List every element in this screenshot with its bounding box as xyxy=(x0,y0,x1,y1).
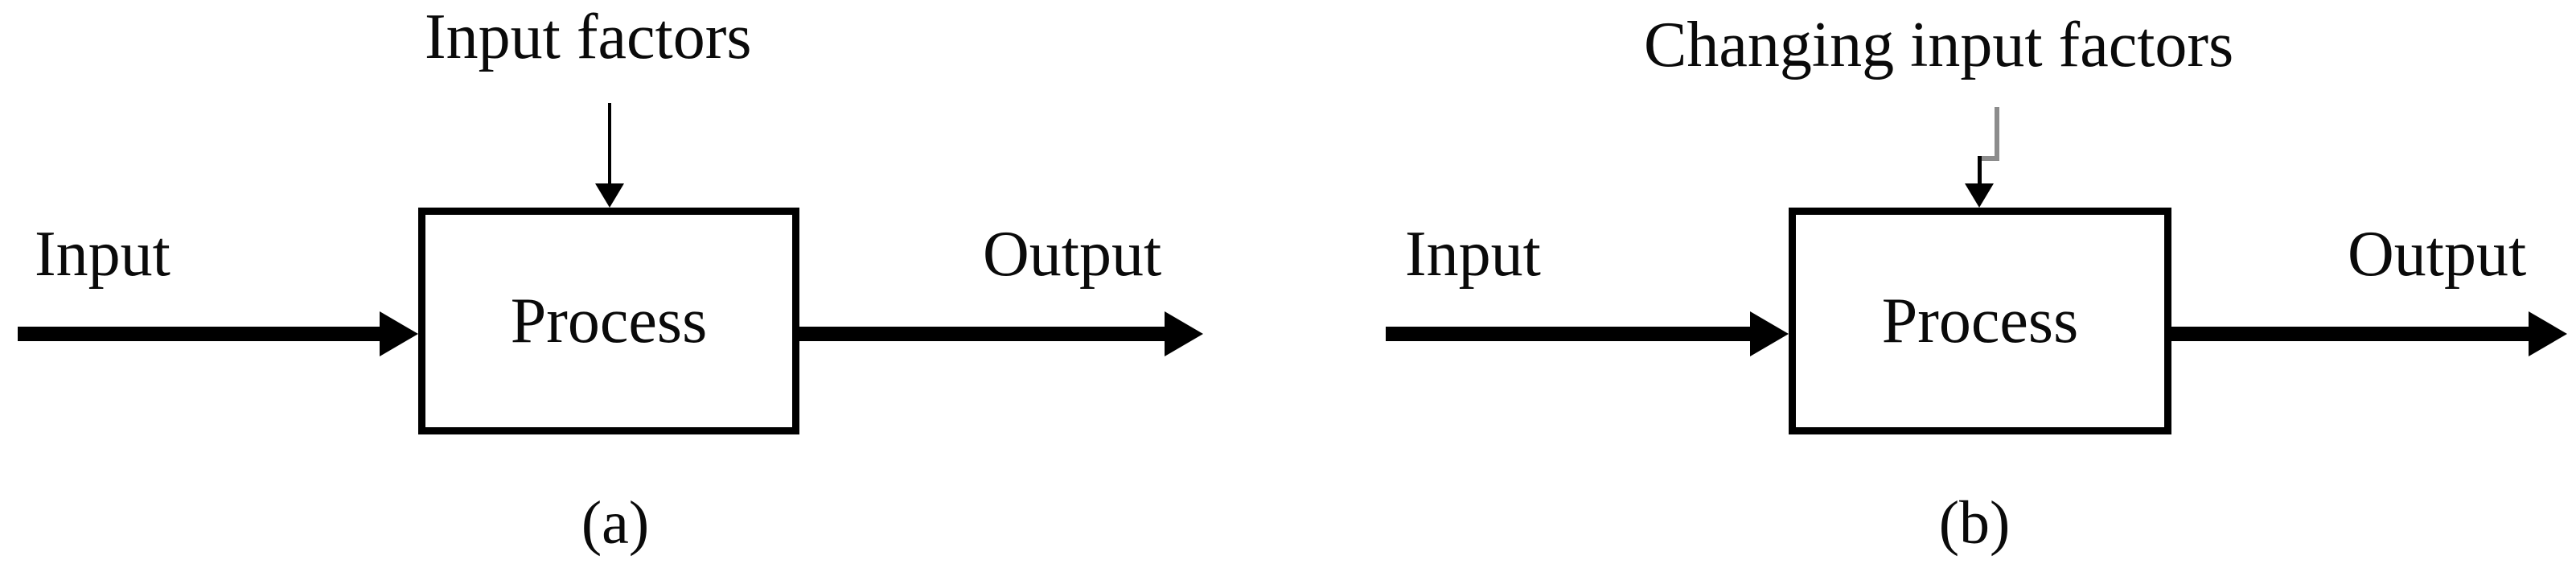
subfigure-caption: (a) xyxy=(581,489,650,557)
stepped-connector-jog-segment-icon xyxy=(1978,156,1999,161)
down-arrow-head-icon xyxy=(1965,183,1994,208)
input-arrow-head-icon xyxy=(1750,311,1789,356)
process-box: Process xyxy=(1789,208,2171,434)
input-label: Input xyxy=(35,219,171,290)
output-arrow-head-icon xyxy=(2529,311,2567,356)
output-arrow-head-icon xyxy=(1165,311,1203,356)
input-factors-label: Input factors xyxy=(425,2,752,72)
process-label: Process xyxy=(1881,285,2079,356)
down-arrow-shaft-icon xyxy=(608,103,611,183)
process-box: Process xyxy=(418,208,799,434)
stepped-connector-lower-segment-icon xyxy=(1978,156,1982,185)
down-arrow-head-icon xyxy=(595,183,624,208)
output-arrow-shaft-icon xyxy=(2171,327,2529,341)
output-label: Output xyxy=(983,219,1162,290)
process-label: Process xyxy=(510,285,708,356)
input-arrow-shaft-icon xyxy=(18,327,380,341)
stepped-connector-upper-segment-icon xyxy=(1995,107,1999,158)
input-label: Input xyxy=(1405,219,1541,290)
input-arrow-shaft-icon xyxy=(1386,327,1750,341)
changing-input-factors-label: Changing input factors xyxy=(1644,10,2234,80)
input-arrow-head-icon xyxy=(380,311,418,356)
output-label: Output xyxy=(2348,219,2527,290)
output-arrow-shaft-icon xyxy=(799,327,1165,341)
subfigure-caption: (b) xyxy=(1938,489,2011,557)
